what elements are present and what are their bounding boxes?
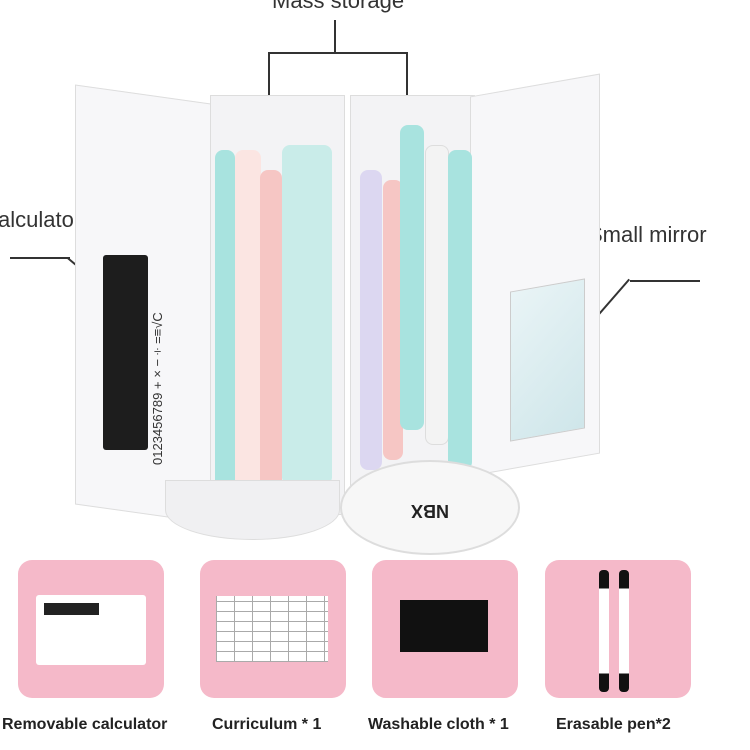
- tile-washable-cloth: [372, 560, 518, 698]
- correction-tape: [282, 145, 332, 485]
- pen: [383, 180, 403, 460]
- callout-line: [10, 257, 70, 259]
- cloth-image: [400, 600, 488, 652]
- callout-mass-storage: Mass storage: [272, 0, 405, 13]
- pen-image: [599, 570, 609, 692]
- pen: [360, 170, 382, 470]
- tile-curriculum: [200, 560, 346, 698]
- callout-small-mirror: Small mirror: [588, 222, 707, 247]
- pen: [215, 150, 235, 490]
- callout-line: [268, 52, 408, 54]
- callout-line: [334, 20, 336, 52]
- calculator-keys: 0123456789 +×−÷=≡√C: [150, 312, 165, 465]
- pen: [235, 150, 261, 495]
- caption-erasable-pen: Erasable pen*2: [556, 716, 671, 733]
- solar-panel: [44, 603, 99, 615]
- pen: [448, 150, 472, 470]
- curriculum-image: [216, 596, 328, 662]
- brand-logo: NBX: [340, 460, 520, 555]
- calculator-image: [36, 595, 146, 665]
- caption-removable-calculator: Removable calculator: [2, 716, 168, 733]
- pen: [260, 170, 282, 495]
- pen: [425, 145, 449, 445]
- caption-curriculum: Curriculum * 1: [212, 716, 322, 733]
- tile-removable-calculator: [18, 560, 164, 698]
- pen: [400, 125, 424, 430]
- callout-line: [630, 280, 700, 282]
- pen-image: [619, 570, 629, 692]
- small-mirror: [510, 278, 585, 442]
- left-base: [165, 480, 340, 540]
- callout-calculator: alculator: [0, 207, 82, 232]
- calculator-solar-panel: [103, 255, 148, 450]
- tile-erasable-pen: [545, 560, 691, 698]
- caption-washable-cloth: Washable cloth * 1: [368, 716, 509, 733]
